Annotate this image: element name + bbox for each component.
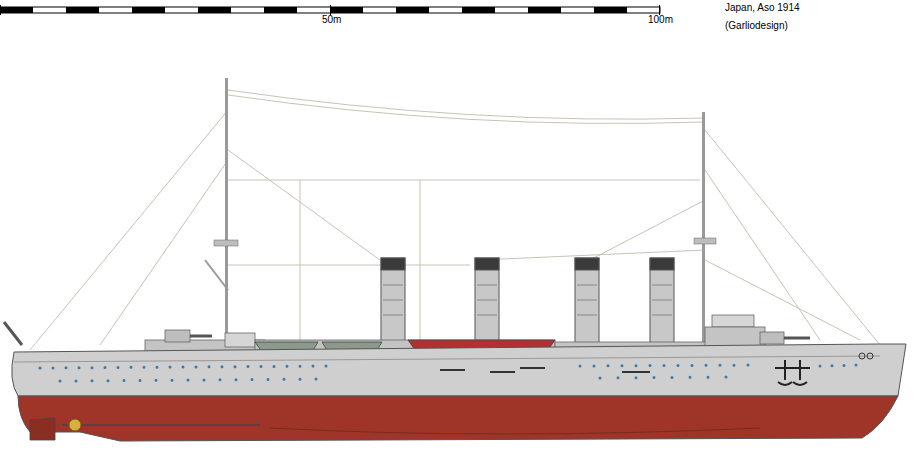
funnels: [381, 258, 674, 346]
scale-label: 100m: [648, 14, 673, 26]
scale-label: 50m: [322, 14, 341, 26]
masts: [4, 78, 716, 348]
casemate-guns: [440, 368, 650, 372]
rigging: [30, 90, 880, 350]
title-label: Japan, Aso 1914: [725, 2, 800, 14]
hull: [12, 344, 906, 441]
portholes: [40, 365, 860, 381]
credit-label: (Garliodesign): [725, 20, 788, 32]
scale-bar: [0, 5, 660, 15]
